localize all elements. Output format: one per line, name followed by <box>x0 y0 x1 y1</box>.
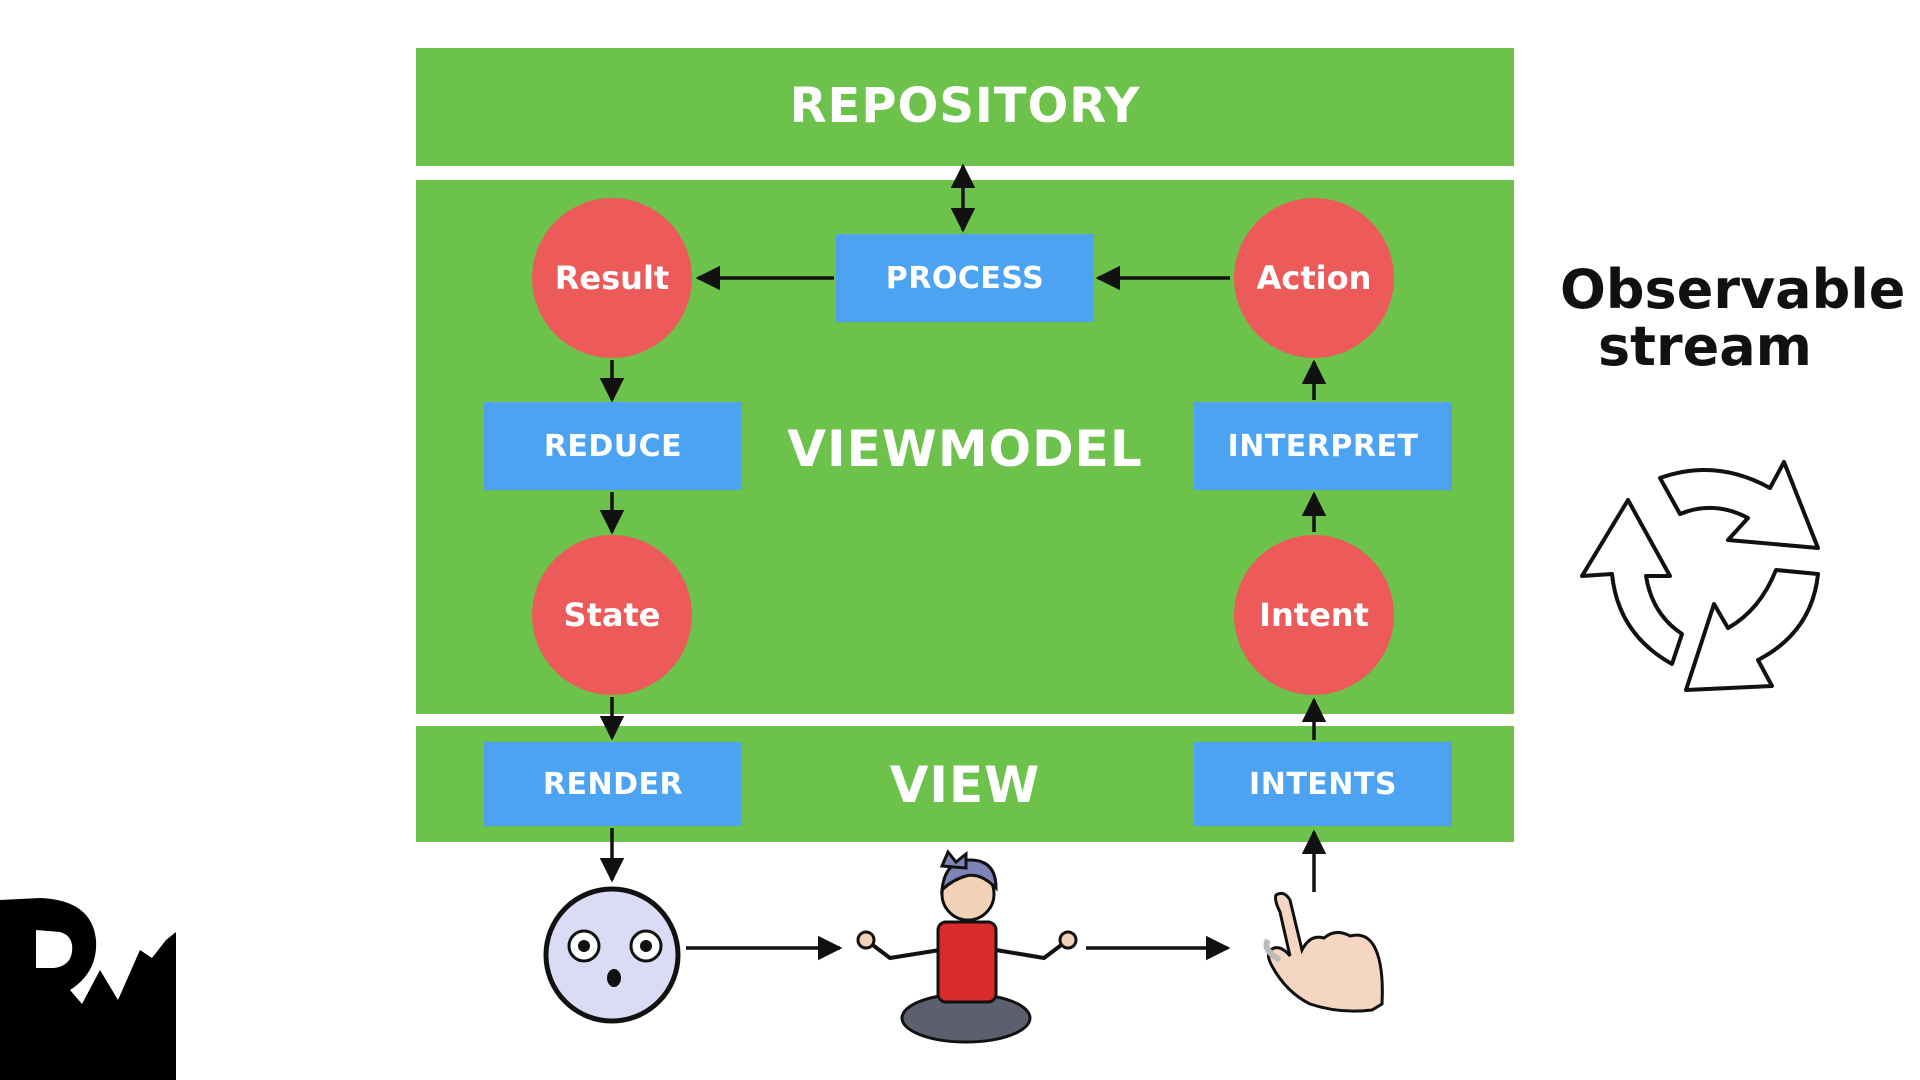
intents-box: INTENTS <box>1194 742 1452 826</box>
result-circle: Result <box>532 198 692 358</box>
observable-label: Observable stream <box>1560 258 1906 378</box>
observable-line1: Observable <box>1560 258 1906 321</box>
view-title: VIEW <box>889 756 1041 814</box>
state-circle: State <box>532 535 692 695</box>
reduce-box: REDUCE <box>484 402 742 490</box>
action-circle: Action <box>1234 198 1394 358</box>
process-box: PROCESS <box>836 234 1094 322</box>
render-box: RENDER <box>484 742 742 826</box>
meditating-person-icon <box>856 849 1078 1044</box>
repository-title: REPOSITORY <box>789 78 1141 134</box>
viewmodel-title: VIEWMODEL <box>787 420 1143 478</box>
intent-circle: Intent <box>1234 535 1394 695</box>
observable-line2: stream <box>1598 314 1812 378</box>
pointing-hand-icon <box>1263 891 1384 1013</box>
repository-band: REPOSITORY <box>416 48 1514 166</box>
cycle-arrows-icon <box>1580 460 1820 692</box>
interpret-box: INTERPRET <box>1194 402 1452 490</box>
rw-logo-icon <box>0 898 176 1080</box>
surprised-face-icon <box>543 886 681 1024</box>
